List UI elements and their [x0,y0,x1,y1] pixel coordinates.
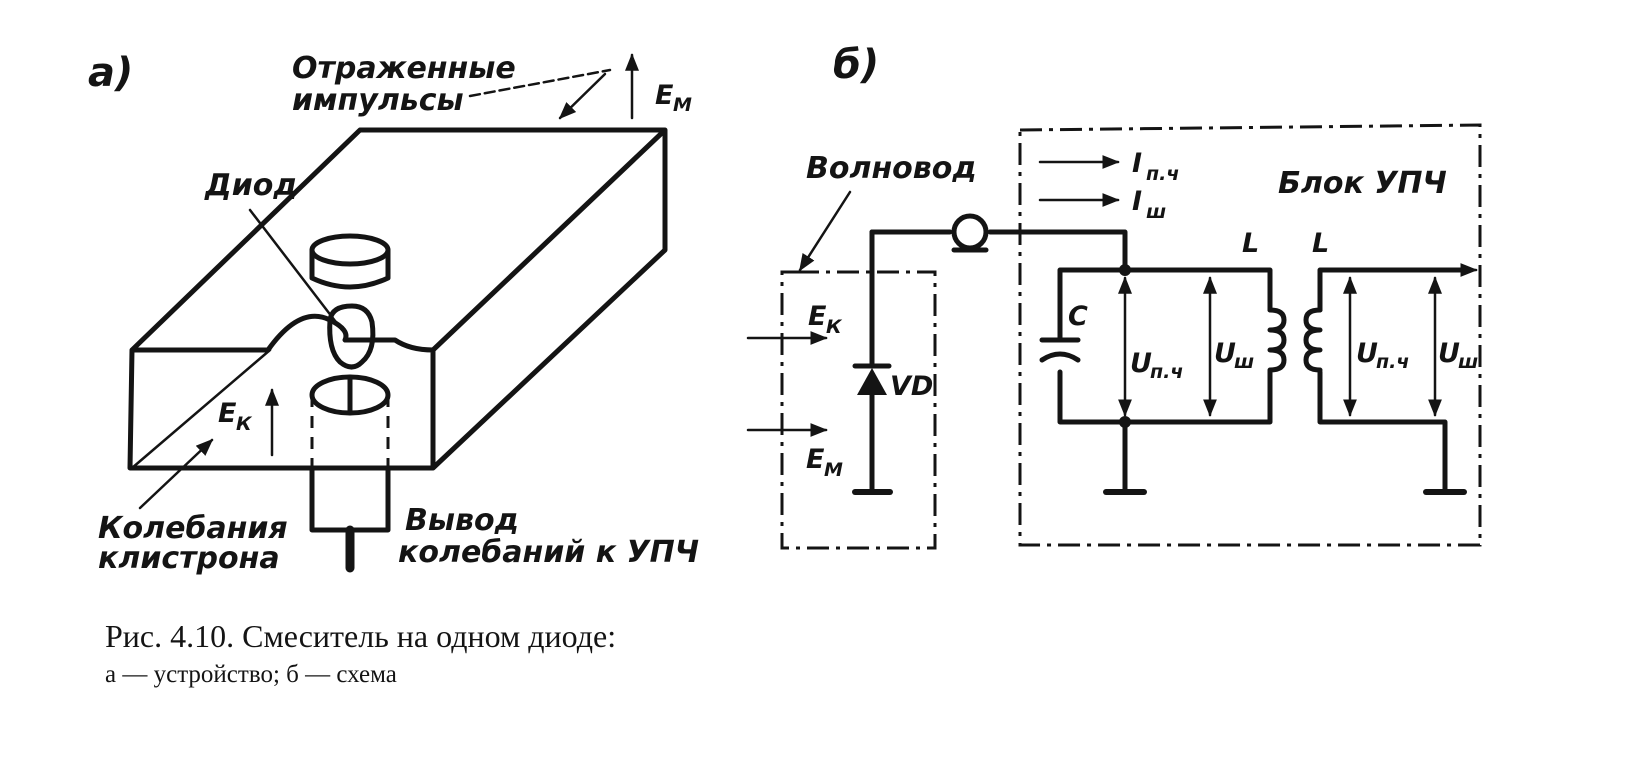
em-a-sub: М [673,94,692,116]
panel-b-tag: б) [833,42,879,88]
caption-line-1: Рис. 4.10. Смеситель на одном диоде: [105,618,616,654]
block-label: Блок УПЧ [1278,166,1447,201]
em-b-main: E [806,444,825,475]
reflected-label-2: импульсы [292,83,464,118]
klystron-arrow [138,438,214,510]
secondary-coil: L U п.ч U ш [1303,228,1478,495]
c-label: C [1068,301,1088,332]
panel-a-device: Диод Отраженные импульсы E М E К Колебан… [88,50,699,576]
l1-label: L [1242,228,1259,259]
i-sh-sub: ш [1146,201,1166,223]
feed-wire [869,229,1128,273]
u-sh1-sub: ш [1234,351,1254,373]
panel-b-schematic: б) Волновод E К E М VD Блок УПЧ I [746,42,1482,550]
em-a-main: E [655,80,674,111]
u-pch2-sub: п.ч [1376,351,1409,373]
diode-cap [309,233,391,290]
coax-connector [951,213,989,253]
i-pch-main: I [1132,148,1142,179]
ek-b-sub: К [826,316,843,338]
vd-label: VD [890,371,933,402]
output-label-1: Вывод [405,503,519,538]
reflected-leader [468,68,612,98]
output-coax [309,374,391,573]
u-sh2-sub: ш [1458,351,1478,373]
ek-a-main: E [218,398,237,429]
diode-body [327,303,376,370]
u-pch1-sub: п.ч [1150,361,1183,383]
panel-a-tag: а) [88,50,133,96]
klystron-label-2: клистрона [98,541,280,576]
l2-label: L [1312,228,1329,259]
i-pch-sub: п.ч [1146,163,1179,185]
waveguide-leader [798,190,852,272]
reflected-arrow [558,72,607,120]
waveguide-box [127,127,668,471]
ek-b-main: E [808,301,827,332]
diode-vd: VD [852,229,933,495]
primary-tank: C L U п.ч U ш [1039,228,1287,495]
output-label-2: колебаний к УПЧ [398,535,699,570]
em-b-sub: М [824,459,843,481]
inner-edge [130,348,272,470]
u-sh1-main: U [1214,338,1236,369]
u-pch1-main: U [1130,348,1152,379]
figure-caption: Рис. 4.10. Смеситель на одном диоде: а —… [105,618,616,688]
u-sh2-main: U [1438,338,1460,369]
diode-label: Диод [204,168,298,203]
diode-leader [248,208,344,332]
klystron-label-1: Колебания [98,511,288,546]
i-sh-main: I [1132,186,1142,217]
waveguide-dashed-box [780,270,937,550]
ek-a-sub: К [236,413,253,435]
upch-block-box [1018,123,1482,547]
reflected-label-1: Отраженные [292,51,516,86]
waveguide-label: Волновод [806,151,977,186]
u-pch2-main: U [1356,338,1378,369]
caption-line-2: а — устройство; б — схема [105,661,397,688]
